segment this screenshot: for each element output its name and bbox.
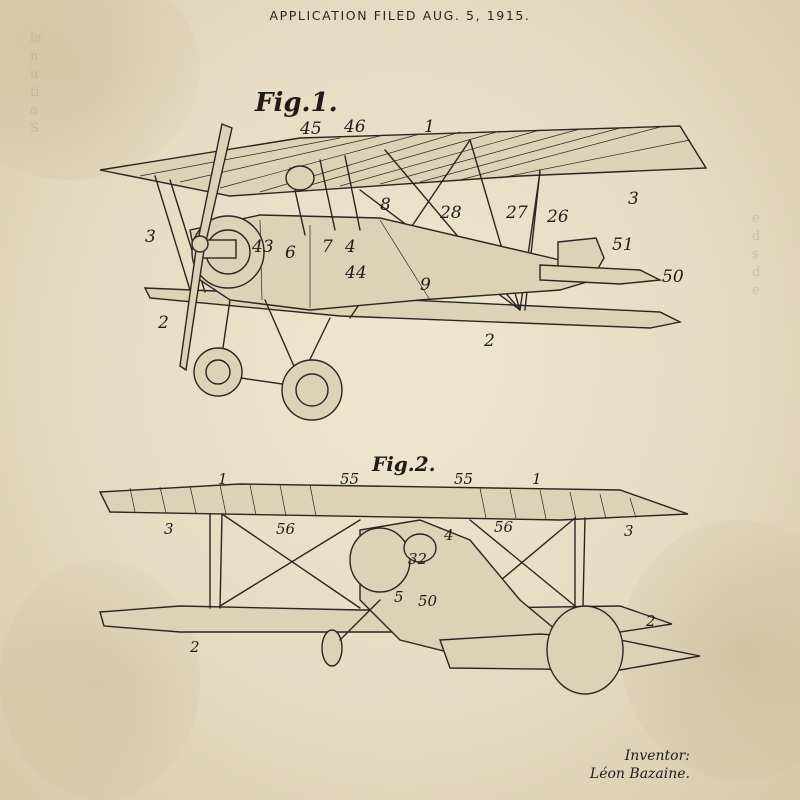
fig2-ref: 1 [532,470,542,488]
fig1-cabane-strut [319,159,336,231]
fig2-ref: 55 [454,470,473,488]
fig1-ref: 51 [612,235,634,255]
fig2-ref: 55 [340,470,359,488]
fig1-ref: 2 [483,331,495,351]
fig1-upper-wing [99,125,708,197]
fig1-pilot-head [285,165,315,191]
fig2-ref: 56 [494,518,514,536]
inventor-name: Léon Bazaine. [589,766,690,782]
fig2-rudder [546,605,624,695]
fig1-tailplane [539,264,663,285]
fig2-engine-cowling [349,527,411,593]
fig2-gear-strut [339,599,381,641]
figure-2-label: Fig.2. [372,452,436,476]
fig2-biplane: 1 55 55 1 3 56 4 56 3 32 5 50 2 2 [98,470,701,695]
fig1-ref: 45 [299,119,322,139]
fig2-ref: 1 [218,470,228,488]
fig1-wheel-left-hub [205,359,231,385]
figure-1-label: Fig.1. [255,88,338,118]
fig1-interplane-strut [154,175,191,291]
fig2-interplane-strut [582,517,586,607]
fig1-ref: 27 [505,203,528,223]
fig1-ref: 26 [546,207,569,227]
fig1-ref: 4 [344,237,356,257]
fig1-wheel-right-hub [295,373,329,407]
fig2-ref: 5 [394,588,404,606]
fig2-upper-wing-ribs [129,484,637,520]
fig2-upper-wing [98,483,689,521]
fig1-fuselage [189,214,621,311]
fig2-ref: 3 [624,522,634,540]
fig1-fuselage-line [379,219,431,301]
fig1-ref: 2 [157,313,169,333]
fig1-ref: 43 [251,237,274,257]
fig2-bracing-wire [221,513,361,609]
fig2-bracing-wire [219,519,361,607]
fig1-ref: 1 [424,117,435,137]
fig1-cabane-strut [344,155,361,231]
fig2-wheel [321,629,343,667]
fig2-bracing-wire [469,519,576,607]
inventor-title: Inventor: [624,748,690,764]
fig1-ref: 3 [145,227,156,247]
fig1-ref: 6 [285,243,296,263]
fig1-ref: 50 [662,267,684,287]
fig2-ref: 2 [645,612,656,630]
fig1-ref: 44 [344,263,367,283]
fig2-interplane-strut [219,513,223,609]
fig1-propeller-hub [191,235,209,253]
fig1-biplane: 1 45 46 3 3 8 28 27 26 51 43 6 7 4 44 9 … [99,117,708,421]
fig1-ref: 28 [439,203,462,223]
fig2-ref: 32 [408,550,427,568]
fig2-ref: 4 [443,526,454,544]
fig2-pilot-head [403,533,437,563]
fig1-ref: 8 [380,195,391,215]
fig1-ref: 3 [628,189,639,209]
fig2-ref: 3 [164,520,174,538]
fig1-ref: 7 [322,237,333,257]
fig1-wheel-left [193,347,243,397]
application-filed-header: APPLICATION FILED AUG. 5, 1915. [269,8,531,23]
fig1-ref: 46 [343,117,366,137]
fig2-ref: 56 [276,520,296,538]
fig1-ref: 9 [420,275,431,295]
fig1-wheel-right [281,359,343,421]
fig2-ref: 50 [418,592,438,610]
fig2-ref: 2 [189,638,200,656]
